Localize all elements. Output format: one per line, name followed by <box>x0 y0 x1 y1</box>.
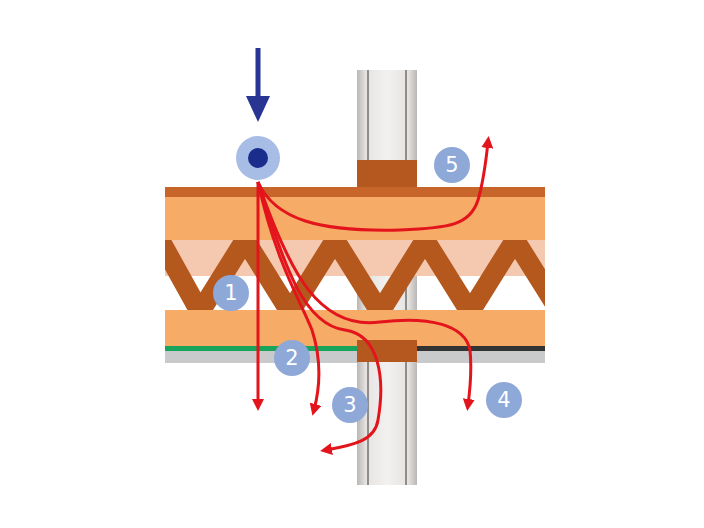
truss-web <box>165 240 545 312</box>
resilient-channel <box>165 346 357 351</box>
ceiling-board <box>165 351 357 363</box>
callout-number: 2 <box>274 340 310 376</box>
bottom-chord <box>165 310 545 346</box>
ceiling-line <box>417 346 545 351</box>
impact-arrow <box>256 48 261 100</box>
ceiling-board <box>417 351 545 363</box>
top-chord <box>165 197 545 240</box>
bottom-plate <box>357 340 417 362</box>
top-plate <box>357 160 417 187</box>
callout-number: 1 <box>213 275 249 311</box>
sound-paths <box>258 142 488 450</box>
subfloor <box>165 187 545 197</box>
impact-source <box>236 136 280 180</box>
callout-number: 4 <box>486 382 522 418</box>
callout-number: 3 <box>332 387 368 423</box>
callout-number: 5 <box>434 147 470 183</box>
